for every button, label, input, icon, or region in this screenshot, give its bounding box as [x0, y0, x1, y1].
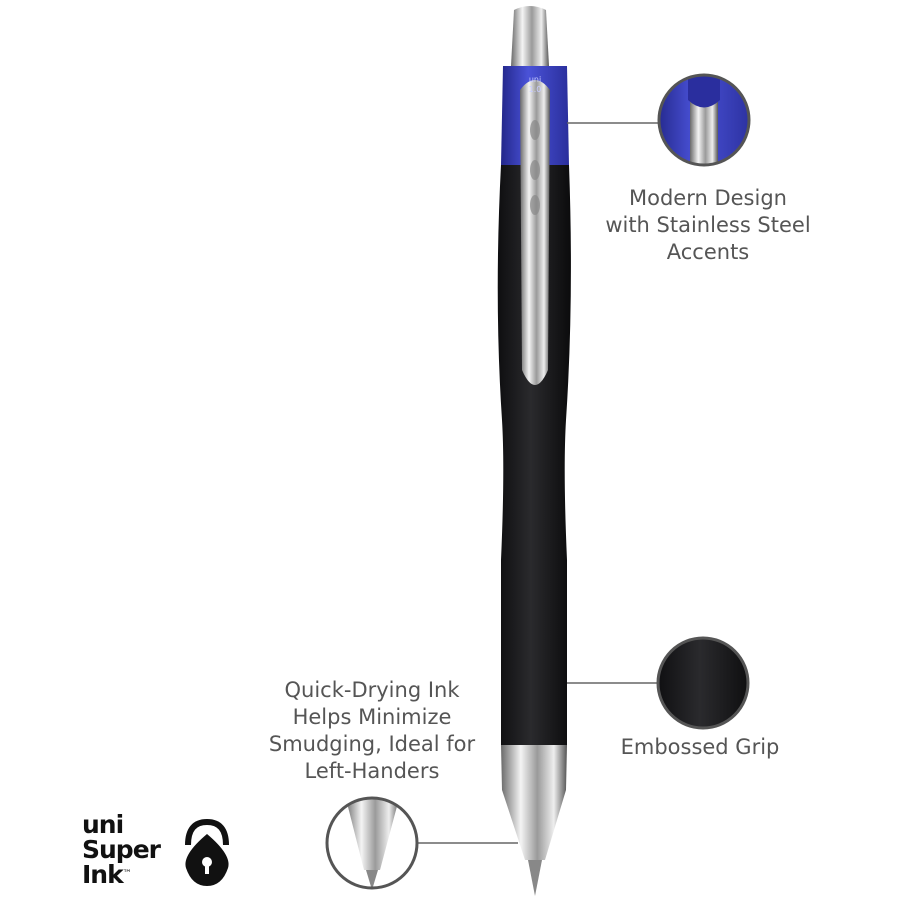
- logo-ink: Ink: [82, 860, 124, 889]
- callout-line: Smudging, Ideal for: [268, 732, 476, 756]
- callout-line: Quick-Drying Ink: [284, 678, 460, 702]
- callout-line: with Stainless Steel: [605, 213, 811, 237]
- logo-line: uni: [82, 810, 124, 839]
- callout-ink-text: Quick-Drying Ink Helps Minimize Smudging…: [257, 677, 487, 785]
- callout-lines: [418, 122, 658, 844]
- detail-circle-design: [657, 73, 751, 167]
- logo-line: Ink™: [82, 862, 160, 887]
- pen: uni 1.0: [497, 6, 571, 896]
- pen-brand-label: uni: [529, 75, 541, 84]
- callout-line: Accents: [666, 240, 750, 264]
- uni-super-ink-logo: uni Super Ink™: [82, 810, 161, 887]
- detail-circle-tip: [325, 796, 419, 890]
- pen-size-label: 1.0: [529, 85, 542, 94]
- callout-line: Modern Design: [629, 186, 787, 210]
- callout-design-text: Modern Design with Stainless Steel Accen…: [598, 185, 818, 266]
- callout-grip-text: Embossed Grip: [600, 734, 800, 761]
- pen-body: [497, 165, 571, 745]
- pen-point: [528, 860, 542, 896]
- callout-line: Embossed Grip: [620, 735, 780, 759]
- logo-line: Super: [82, 835, 161, 864]
- pen-cap-chrome: [511, 6, 549, 66]
- padlock-icon: [185, 818, 229, 886]
- logo-trademark: ™: [122, 869, 132, 879]
- callout-line: Left-Handers: [304, 759, 440, 783]
- pen-tip-chrome: [501, 745, 567, 860]
- pen-clip: [520, 80, 550, 385]
- detail-circle-grip: [656, 636, 750, 730]
- callout-line: Helps Minimize: [292, 705, 452, 729]
